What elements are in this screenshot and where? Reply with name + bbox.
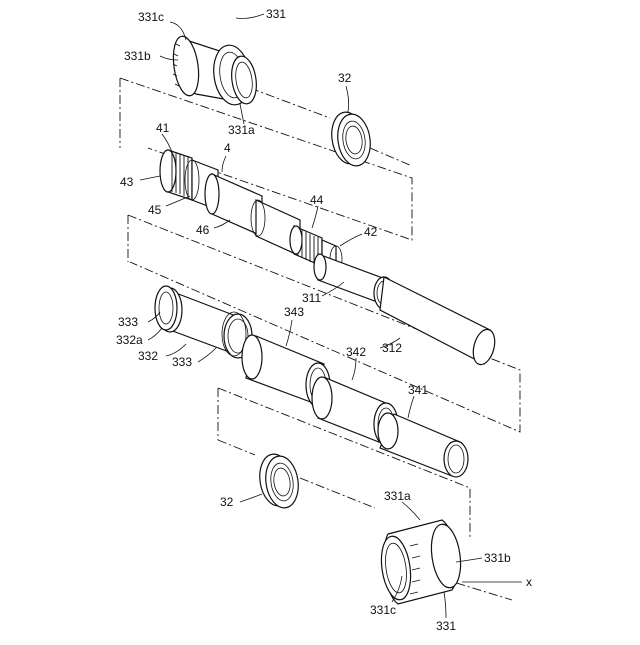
label-43: 43 bbox=[120, 175, 134, 189]
label-312: 312 bbox=[382, 341, 402, 355]
label-4: 4 bbox=[224, 141, 231, 155]
spindle-4 bbox=[160, 150, 342, 272]
label-331-top: 331 bbox=[266, 7, 286, 21]
label-333-bottom: 333 bbox=[172, 355, 192, 369]
label-331-bottom: 331 bbox=[436, 619, 456, 633]
bottom-cup-331 bbox=[378, 520, 465, 604]
top-bearing-32 bbox=[329, 110, 374, 168]
label-44: 44 bbox=[310, 193, 324, 207]
label-343: 343 bbox=[284, 305, 304, 319]
spacer-341 bbox=[378, 413, 468, 477]
label-axis-x: x bbox=[526, 575, 532, 589]
label-32-top: 32 bbox=[338, 71, 352, 85]
label-332a: 332a bbox=[116, 333, 143, 347]
label-42: 42 bbox=[364, 225, 378, 239]
label-331c-bottom: 331c bbox=[370, 603, 396, 617]
label-331a-bottom: 331a bbox=[384, 489, 411, 503]
top-cup-331 bbox=[170, 35, 259, 108]
label-341: 341 bbox=[408, 383, 428, 397]
label-45: 45 bbox=[148, 203, 162, 217]
label-342: 342 bbox=[346, 345, 366, 359]
label-331a-top: 331a bbox=[228, 123, 255, 137]
label-332: 332 bbox=[138, 349, 158, 363]
bottom-bearing-32 bbox=[257, 452, 302, 510]
label-311: 311 bbox=[302, 291, 321, 305]
label-331b-top: 331b bbox=[124, 49, 151, 63]
label-46: 46 bbox=[196, 223, 210, 237]
sleeve-332 bbox=[155, 286, 252, 358]
label-333-top: 333 bbox=[118, 315, 138, 329]
label-331b-bottom: 331b bbox=[484, 551, 511, 565]
label-41: 41 bbox=[156, 121, 170, 135]
label-331c-top: 331c bbox=[138, 10, 164, 24]
tube-311-312 bbox=[314, 254, 498, 367]
label-32-bottom: 32 bbox=[220, 495, 234, 509]
